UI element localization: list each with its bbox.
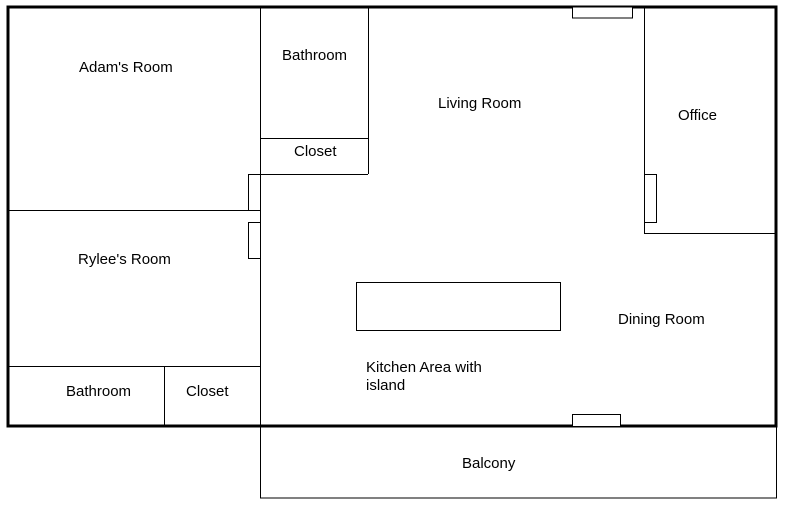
label-office: Office — [678, 107, 717, 124]
door-rylees-room — [248, 222, 261, 259]
balcony-outline — [260, 425, 777, 499]
label-adams-room: Adam's Room — [79, 59, 173, 76]
door-balcony — [572, 414, 621, 427]
label-closet-upper: Closet — [294, 143, 337, 160]
window-top — [572, 6, 633, 19]
label-bathroom-lower: Bathroom — [66, 383, 132, 400]
label-rylees-room: Rylee's Room — [78, 251, 171, 268]
label-bathroom-upper: Bathroom — [282, 47, 348, 64]
label-living-room: Living Room — [438, 95, 522, 112]
label-kitchen-line2: island — [366, 377, 406, 394]
door-adams-room — [248, 174, 261, 211]
kitchen-island — [356, 282, 561, 331]
label-kitchen: Kitchen Area with island — [366, 359, 506, 395]
label-kitchen-line1: Kitchen Area with — [366, 359, 482, 376]
door-office — [644, 174, 657, 223]
label-balcony: Balcony — [462, 455, 516, 472]
label-closet-lower: Closet — [186, 383, 229, 400]
label-dining-room: Dining Room — [618, 311, 705, 328]
